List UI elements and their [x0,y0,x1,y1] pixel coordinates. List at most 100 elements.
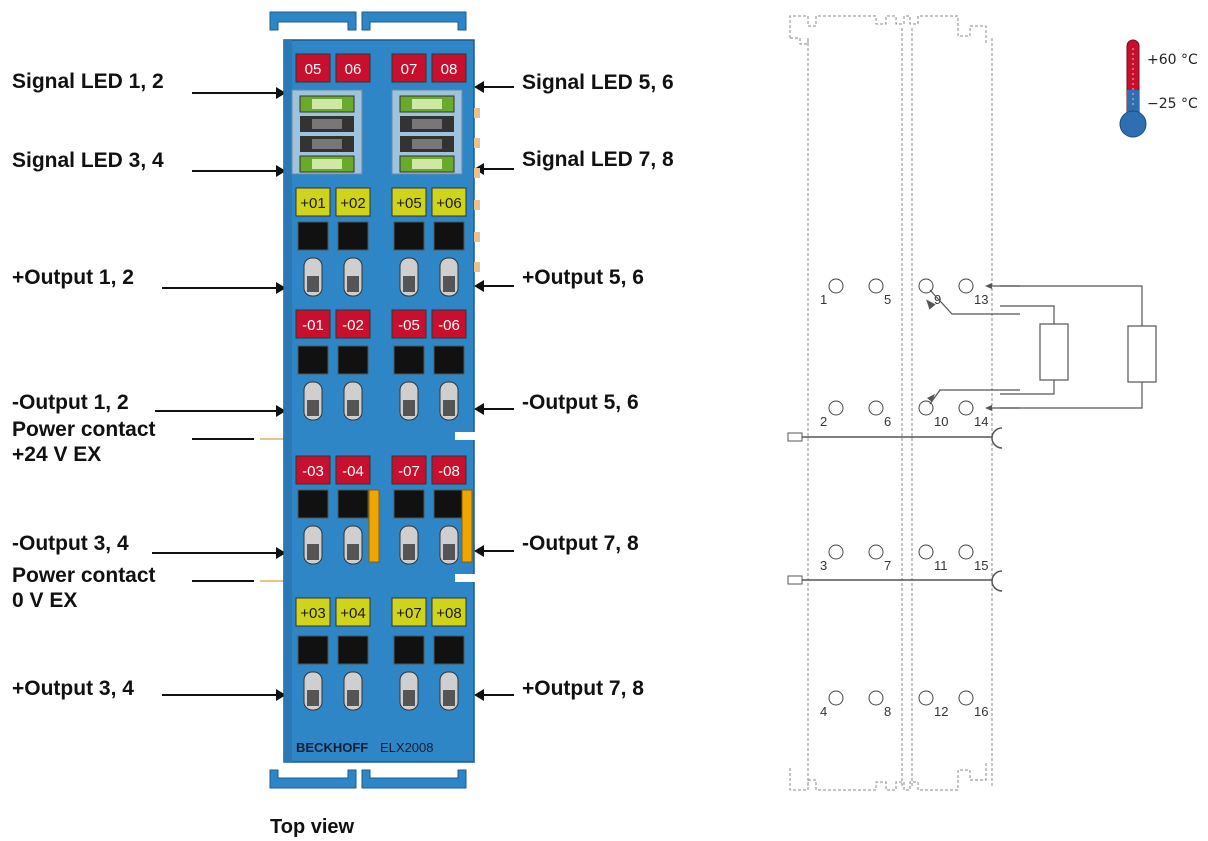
contact-point [918,690,934,706]
arrow-signal-led-5-6 [474,81,514,93]
contact-point [828,400,844,416]
plus-label-text: +02 [340,195,365,212]
label-signal-led-1-2: Signal LED 1, 2 [12,70,164,93]
label-plus-24v-ex: +24 V EX [12,443,102,466]
contact-point [918,278,934,294]
arrow-minus-output-3-4 [152,547,286,559]
line-power-contact-24v-ext [260,438,284,440]
led-number-box [431,53,467,83]
plus-label-box [431,187,467,217]
contact-number: 12 [934,704,948,719]
contact-number: 2 [820,414,827,429]
release-slot [297,221,329,251]
contact-point [828,278,844,294]
spring-contact-hole [443,544,455,560]
spring-contact-hole [307,276,319,292]
minus-label-box [295,309,331,339]
minus-label-row-1: -01-02-05-06 [295,309,467,339]
contact-point [868,690,884,706]
contact-point [918,544,934,560]
release-slot [393,345,425,375]
contact-number: 11 [934,558,948,573]
spring-contact-hole [347,276,359,292]
led-number-box [335,53,371,83]
spring-contact-hole [347,544,359,560]
contact-number: 1 [820,292,827,307]
spring-contact-hole [403,544,415,560]
minus-label-box [431,309,467,339]
label-minus-output-3-4: -Output 3, 4 [12,532,129,555]
plus-label-box [295,597,331,627]
minus-label-text: -03 [302,463,324,480]
label-power-contact-0v: Power contact [12,564,156,587]
contact-point [828,690,844,706]
release-slot [393,221,425,251]
minus-label-text: -06 [438,317,460,334]
label-plus-output-1-2: +Output 1, 2 [12,266,134,289]
caption-top-view: Top view [270,816,355,838]
release-slot [337,635,369,665]
release-slot [433,635,465,665]
release-slot [337,489,369,519]
minus-label-text: -01 [302,317,324,334]
contact-number: 3 [820,558,827,573]
arrow-signal-led-1-2 [192,87,286,99]
arrow-signal-led-3-4 [192,165,286,177]
release-slot [433,345,465,375]
contact-number: 7 [884,558,891,573]
power-rail-1 [787,427,1003,449]
plus-label-text: +04 [340,605,365,622]
contact-number: 16 [974,704,988,719]
led-number-box [295,53,331,83]
plus-label-box [431,597,467,627]
temp-min-label: −25 °C [1147,96,1198,112]
spring-contact-hole [347,690,359,706]
arrow-minus-output-1-2 [155,405,286,417]
plus-label-text: +05 [396,195,421,212]
label-plus-output-3-4: +Output 3, 4 [12,677,134,700]
load-resistors [1000,285,1157,409]
contact-point [958,400,974,416]
contact-point [958,544,974,560]
contact-number: 5 [884,292,891,307]
plus-label-row-1: +01+02+05+06 [295,187,467,217]
label-plus-output-5-6: +Output 5, 6 [522,266,644,289]
power-contact-orange-right [461,489,473,563]
line-power-contact-0v [192,580,254,582]
contact-number: 10 [934,414,948,429]
minus-label-text: -04 [342,463,364,480]
spring-contact-hole [443,400,455,416]
label-signal-led-5-6: Signal LED 5, 6 [522,71,674,94]
contact-point [958,690,974,706]
power-contact-orange-left [368,489,380,563]
contact-point [868,400,884,416]
release-slot [337,345,369,375]
led-number-text: 05 [305,61,322,78]
housing-outline [789,15,993,791]
line-power-contact-24v [192,438,254,440]
contact-number: 14 [974,414,988,429]
plus-label-text: +07 [396,605,421,622]
plus-label-text: +01 [300,195,325,212]
contact-point [868,278,884,294]
led-number-text: 06 [345,61,362,78]
minus-label-box [391,309,427,339]
minus-label-box [431,455,467,485]
contact-number: 6 [884,414,891,429]
line-power-contact-0v-ext [260,580,284,582]
plus-label-text: +08 [436,605,461,622]
temp-max-label: +60 °C [1147,52,1198,68]
plus-label-box [335,597,371,627]
contact-point [958,278,974,294]
contact-number: 13 [974,292,988,307]
arrow-plus-output-5-6 [474,280,514,292]
release-slot [297,635,329,665]
label-plus-output-7-8: +Output 7, 8 [522,677,644,700]
top-rail [269,11,467,31]
plus-label-box [335,187,371,217]
minus-label-box [295,455,331,485]
thermometer-icon: +60 °C −25 °C [1119,39,1198,138]
spring-contact-hole [403,276,415,292]
led-window-right [391,89,463,175]
